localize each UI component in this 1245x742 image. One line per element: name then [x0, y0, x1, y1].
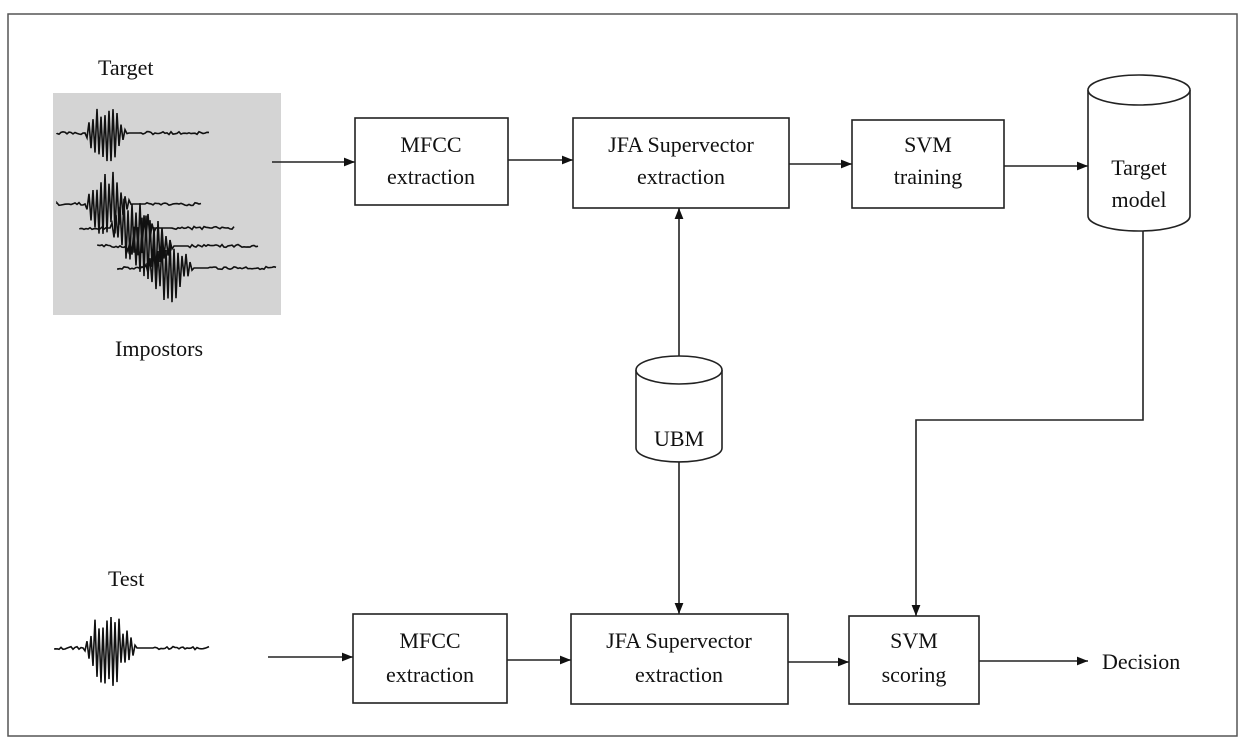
decision-label: Decision [1102, 649, 1180, 674]
mfcc-extraction-bottom-block: MFCC extraction [352, 613, 508, 704]
jfa-bottom-line2: extraction [635, 662, 723, 687]
svm-scoring-block: SVM scoring [848, 615, 980, 705]
ubm-label: UBM [654, 426, 704, 451]
target-model-line2: model [1112, 187, 1167, 212]
arrow-target-model-to-svm-scoring [911, 231, 1144, 616]
target-label: Target [98, 55, 153, 80]
mfcc-top-line2: extraction [387, 164, 475, 189]
mfcc-extraction-top-block: MFCC extraction [354, 117, 509, 206]
jfa-top-line1: JFA Supervector [608, 132, 754, 157]
ubm-database: UBM [635, 355, 723, 463]
jfa-bottom-line1: JFA Supervector [606, 628, 752, 653]
speech-waveform-icon [54, 616, 210, 686]
target-model-line1: Target [1111, 155, 1166, 180]
svm-training-block: SVM training [851, 119, 1005, 209]
figure-frame [7, 13, 1238, 737]
svm-training-line2: training [894, 164, 962, 189]
stacked-speech-waveforms-icon [56, 108, 277, 303]
impostors-label: Impostors [115, 336, 203, 361]
mfcc-bottom-line1: MFCC [399, 628, 460, 653]
svm-training-line1: SVM [904, 132, 952, 157]
svm-scoring-line2: scoring [882, 662, 947, 687]
svm-scoring-line1: SVM [890, 628, 938, 653]
mfcc-top-line1: MFCC [400, 132, 461, 157]
mfcc-bottom-line2: extraction [386, 662, 474, 687]
target-model-database: Target model [1087, 74, 1191, 232]
jfa-top-line2: extraction [637, 164, 725, 189]
jfa-supervector-top-block: JFA Supervector extraction [572, 117, 790, 209]
test-label: Test [108, 566, 144, 591]
jfa-supervector-bottom-block: JFA Supervector extraction [570, 613, 789, 705]
